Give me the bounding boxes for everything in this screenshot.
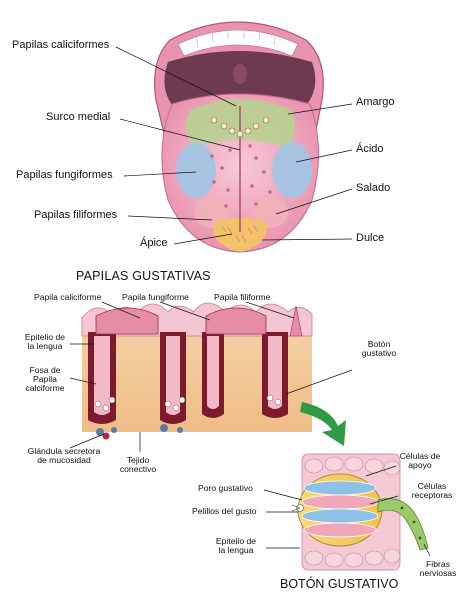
papilla-inner-2 — [166, 336, 180, 415]
crown-left — [95, 307, 159, 335]
zone-dulce — [213, 218, 267, 252]
label-pelillos-gusto: Pelillos del gusto — [192, 506, 257, 516]
label-dulce: Dulce — [356, 232, 385, 244]
filiform-spike — [289, 305, 303, 337]
label-celulas-receptoras-line1: Células — [417, 481, 447, 491]
label-apice: Ápice — [140, 237, 168, 249]
epithelium-cells — [304, 456, 401, 568]
zone-acido-left — [176, 142, 216, 198]
papilla-inner-4 — [268, 336, 282, 409]
papillae-cross-section — [81, 302, 313, 440]
label-glandula-line1: Glándula secretora — [27, 446, 101, 456]
label-fosa-line1: Fosa de — [29, 365, 61, 375]
label-fosa-line3: calciforme — [25, 383, 65, 394]
label-epitelio-bud: Epitelio de la lengua — [206, 536, 266, 556]
label-surco-medial: Surco medial — [46, 111, 111, 123]
label-papila-fungiforme: Papila fungiforme — [122, 292, 189, 302]
gland-red — [102, 432, 110, 440]
label-celulas-receptoras: Células receptoras — [400, 481, 464, 501]
receptor-cells — [301, 480, 379, 538]
label-epitelio-lengua-line1: Epitelio de — [24, 332, 66, 342]
label-boton-gustativo: Botón gustativo — [354, 339, 404, 359]
label-epitelio-bud-line2: la lengua — [218, 545, 254, 556]
label-celulas-apoyo-line1: Células de — [399, 451, 441, 461]
crown-right — [205, 307, 267, 335]
label-papilas-filiformes: Papilas filiformes — [34, 209, 118, 221]
taste-buds-in-fossae — [94, 394, 282, 412]
label-glandula-line2: de mucosidad — [37, 455, 91, 466]
teeth — [177, 29, 299, 57]
label-fosa-line2: Papila — [33, 374, 57, 385]
papilla-inner-3 — [207, 336, 219, 409]
label-fosa-papila: Fosa de Papila calciforme — [18, 365, 72, 394]
label-glandula-secretora: Glándula secretora de mucosidad — [14, 446, 114, 466]
tongue-illustration — [154, 21, 324, 253]
taste-bud-detail — [291, 453, 429, 571]
nerve-fiber-dots — [400, 506, 422, 540]
label-papilas-caliciformes: Papilas caliciformes — [12, 39, 110, 51]
label-celulas-apoyo: Células de apoyo — [392, 451, 448, 471]
label-poro-gustativo: Poro gustativo — [198, 483, 253, 493]
zoom-arrow — [300, 402, 346, 446]
label-tejido-line2: conectivo — [119, 464, 157, 475]
bud-title: BOTÓN GUSTATIVO — [280, 577, 399, 591]
fungiform-papillae — [210, 144, 272, 208]
label-salado: Salado — [356, 182, 391, 194]
label-epitelio-lengua-line2: la lengua — [27, 341, 63, 352]
label-tejido-line1: Tejido — [126, 455, 150, 465]
circumvallate-papillae — [210, 116, 270, 138]
mucous-glands — [96, 424, 183, 436]
uvula — [233, 64, 247, 84]
zone-salado-left — [194, 196, 230, 228]
label-fibras-nerviosas: Fibras nerviosas — [412, 559, 464, 579]
nerve-fibers — [377, 498, 429, 551]
label-fibras-line1: Fibras — [426, 559, 450, 569]
label-amargo: Amargo — [356, 96, 395, 108]
bud-leader-lines — [263, 465, 431, 557]
papilla-inner-1 — [94, 336, 110, 415]
gustatory-hairs — [291, 504, 301, 512]
label-boton-line1: Botón — [367, 339, 391, 349]
zone-acido-right — [272, 142, 312, 198]
label-papila-caliciforme: Papila caliciforme — [34, 292, 102, 302]
filiform-papillae — [221, 225, 259, 243]
connective-tissue — [82, 316, 312, 432]
label-papila-filiforme: Papila filiforme — [214, 292, 271, 302]
label-papilas-fungiformes: Papilas fungiformes — [16, 169, 113, 181]
zone-salado-right — [252, 196, 288, 228]
label-boton-line2: gustativo — [361, 348, 397, 359]
teeth-lines — [195, 26, 277, 49]
label-epitelio-lengua: Epitelio de la lengua — [18, 332, 72, 352]
label-celulas-apoyo-line2: apoyo — [408, 460, 432, 471]
section-title-papilas: PAPILAS GUSTATIVAS — [76, 269, 211, 283]
label-celulas-receptoras-line2: receptoras — [411, 490, 453, 501]
label-fibras-line2: nerviosas — [419, 568, 457, 579]
tongue-leader-lines — [115, 46, 353, 245]
label-tejido-conectivo: Tejido conectivo — [110, 455, 166, 475]
label-acido: Ácido — [356, 143, 384, 155]
label-epitelio-bud-line1: Epitelio de — [215, 536, 257, 546]
papillae-leader-lines — [69, 301, 353, 452]
